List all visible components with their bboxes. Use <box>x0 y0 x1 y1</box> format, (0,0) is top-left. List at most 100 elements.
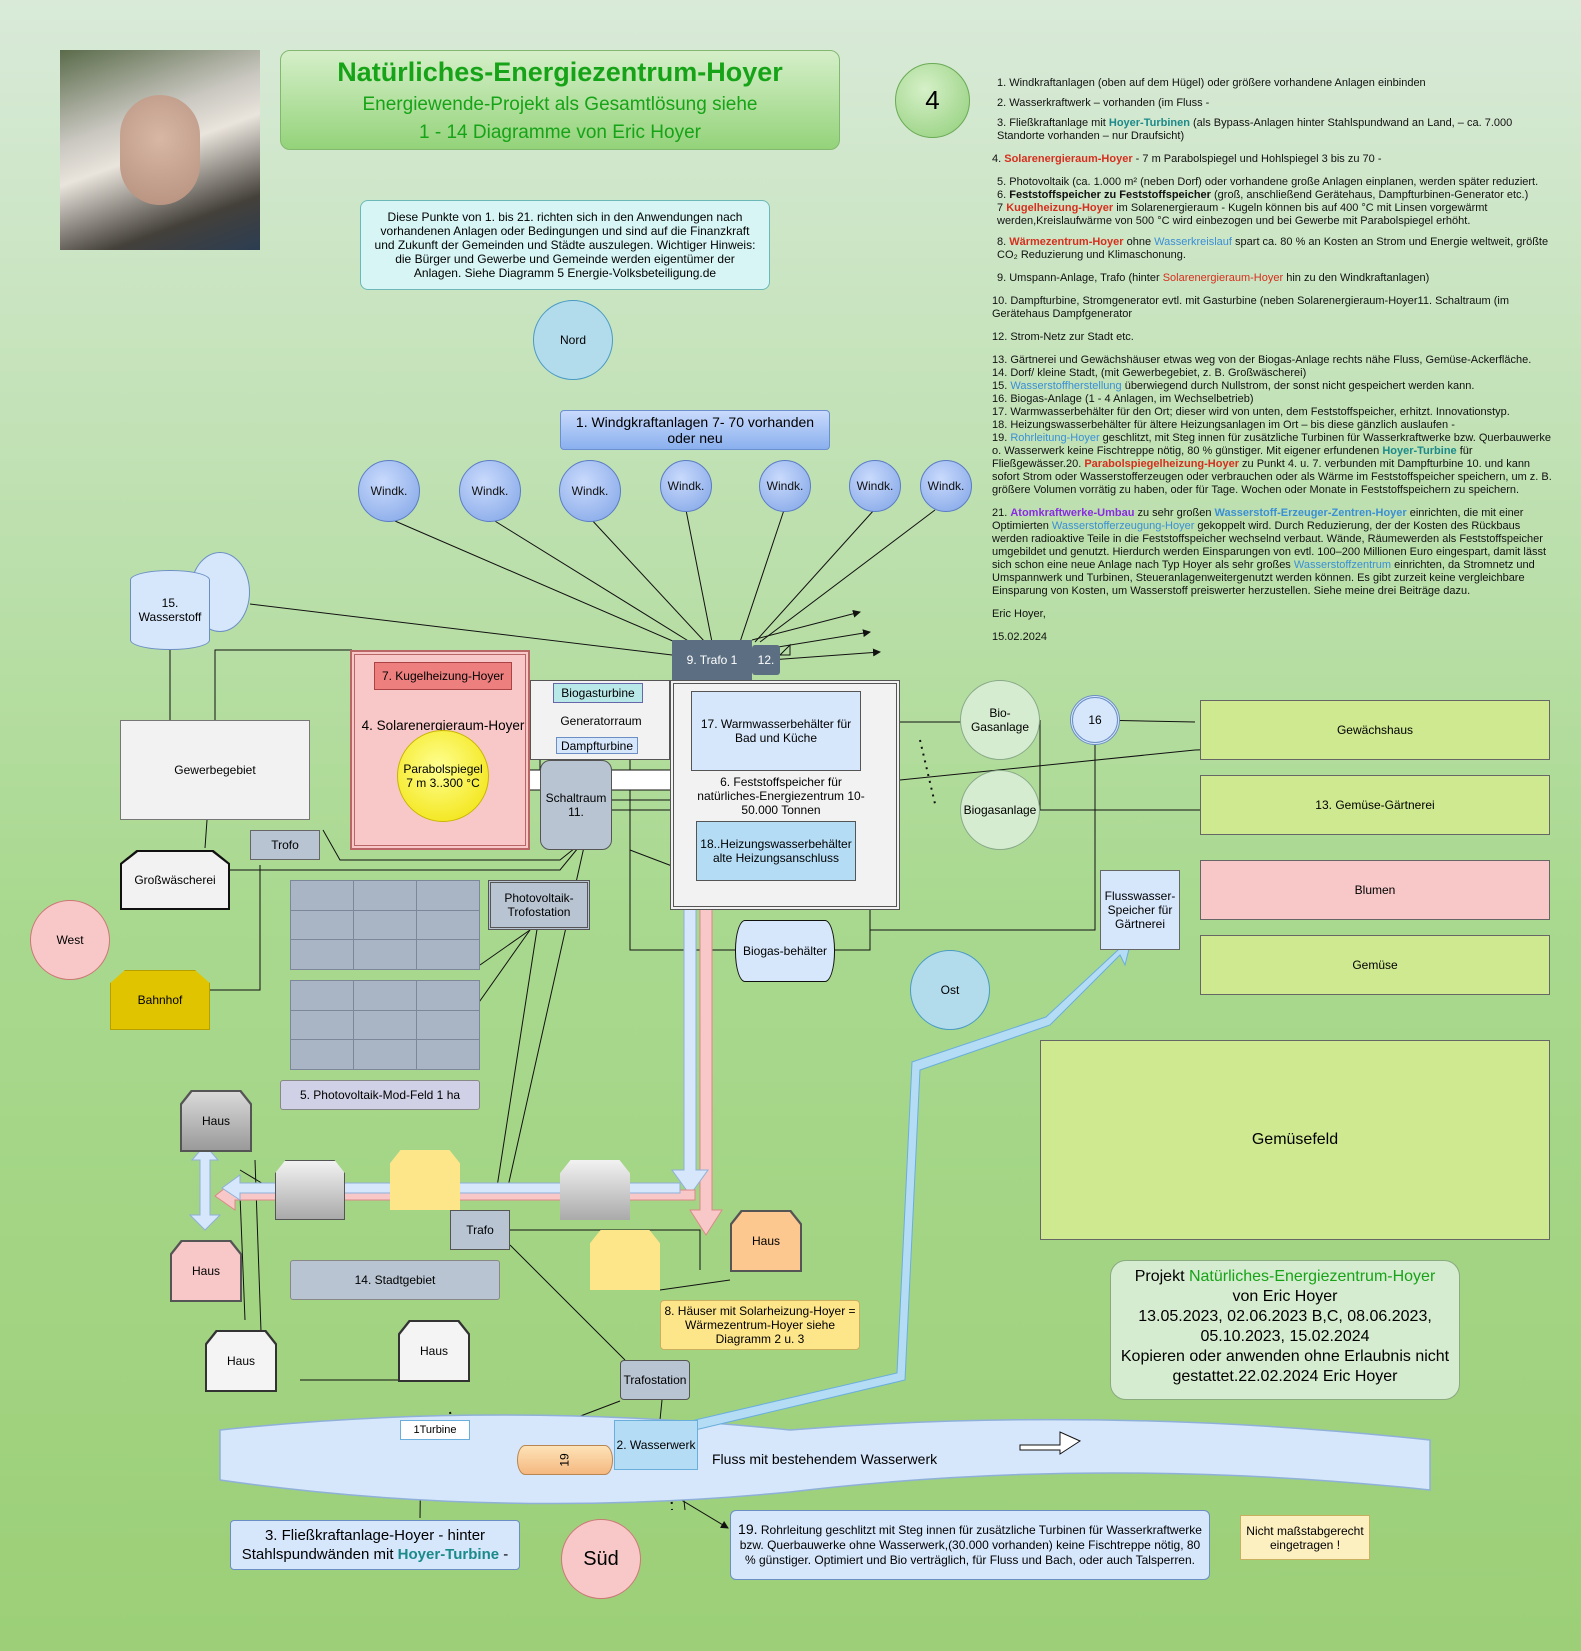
header-box: Natürliches-Energiezentrum-Hoyer Energie… <box>280 50 840 150</box>
list-item-1: 1. Windkraftanlagen (oben auf dem Hügel)… <box>997 77 1426 89</box>
haus-gelb <box>390 1150 460 1210</box>
kugelheizung: 7. Kugelheizung-Hoyer <box>374 662 512 690</box>
list-item-18: 18. Heizungswasserbehälter für ältere He… <box>992 419 1455 431</box>
legend-list: 1. Windkraftanlagen (oben auf dem Hügel)… <box>992 77 1552 644</box>
list-item-6: 6. Feststoffspeicher zu Feststoffspeiche… <box>997 189 1529 201</box>
rohrleitung-19: 19 <box>517 1445 613 1475</box>
biogasanlage-1: Bio-Gasanlage <box>960 680 1040 760</box>
heizungswasserbehaelter: 18..Heizungswasserbehälter alte Heizungs… <box>696 821 856 881</box>
projekt-box: Projekt Natürliches-Energiezentrum-Hoyer… <box>1110 1260 1460 1400</box>
flusswasser-speicher: Flusswasser-Speicher für Gärtnerei <box>1100 870 1180 950</box>
haus-orange: Haus <box>732 1212 800 1270</box>
warmwasserbehaelter: 17. Warmwasserbehälter für Bad und Küche <box>691 691 861 771</box>
generatorraum: Generatorraum <box>560 714 642 728</box>
fliesskraftanlage: 3. Fließkraftanlage-Hoyer - hinter Stahl… <box>230 1520 520 1570</box>
list-item-12: 12. Strom-Netz zur Stadt etc. <box>992 331 1134 343</box>
solarenergieraum: 7. Kugelheizung-Hoyer 4. Solarenergierau… <box>350 650 530 850</box>
projekt-b: Natürliches-Energiezentrum-Hoyer <box>1188 1268 1436 1285</box>
compass-ost: Ost <box>910 950 990 1030</box>
projekt-d: 13.05.2023, 02.06.2023 B,C, 08.06.2023, … <box>1138 1308 1432 1345</box>
gemuesefeld: Gemüsefeld <box>1040 1040 1550 1240</box>
trafo-stadt: Trafo <box>450 1210 510 1250</box>
diagram-number: 4 <box>895 63 970 138</box>
trafo-1: 9. Trafo 1 <box>672 640 752 680</box>
face-shape <box>120 95 200 205</box>
gemuese-gaertnerei: 13. Gemüse-Gärtnerei <box>1200 775 1550 835</box>
fliess-text-c: - <box>499 1546 509 1563</box>
wind-turbine: Windk. <box>849 460 901 512</box>
rohr-text: Rohrleitung geschlitzt mit Steg innen fü… <box>739 1523 1202 1567</box>
trafostation: Trafostation <box>620 1360 690 1400</box>
list-item-2: 2. Wasserkraftwerk – vorhanden (im Fluss… <box>997 97 1210 109</box>
author-photo <box>60 50 260 250</box>
fluss-label: Fluss mit bestehendem Wasserwerk <box>712 1451 938 1467</box>
gemuese: Gemüse <box>1200 935 1550 995</box>
projekt-a: Projekt <box>1134 1268 1189 1285</box>
projekt-e: Kopieren oder anwenden ohne Erlaubnis ni… <box>1120 1348 1450 1385</box>
pv-module-grid-2 <box>290 980 480 1070</box>
haus-weiss-2: Haus <box>400 1322 468 1380</box>
compass-west: West <box>30 900 110 980</box>
page-subtitle-1: Energiewende-Projekt als Gesamtlösung si… <box>362 94 758 115</box>
list-item-7: 7 Kugelheizung-Hoyer im Solarenergieraum… <box>997 202 1488 227</box>
haus-weiss-2-outline: Haus <box>398 1320 470 1382</box>
wind-title: 1. Windgkraftanlagen 7- 70 vorhanden ode… <box>560 410 830 450</box>
generatorraum-box: Biogasturbine Generatorraum Dampfturbine <box>530 680 670 760</box>
list-item-5: 5. Photovoltaik (ca. 1.000 m² (neben Dor… <box>997 176 1539 188</box>
pv-feld: 5. Photovoltaik-Mod-Feld 1 ha <box>280 1080 480 1110</box>
node-16: 16 <box>1070 695 1120 745</box>
biogasbehaelter: Biogas-behälter <box>735 920 835 982</box>
haeuser-solarheizung: 8. Häuser mit Solarheizung-Hoyer = Wärme… <box>660 1300 860 1350</box>
page-subtitle-2: 1 - 14 Diagramme von Eric Hoyer <box>419 122 701 143</box>
wind-turbine: Windk. <box>920 460 972 512</box>
list-item-14: 14. Dorf/ kleine Stadt, (mit Gewerbegebi… <box>992 367 1307 379</box>
blumen: Blumen <box>1200 860 1550 920</box>
haus-weiss-outline: Haus <box>205 1330 277 1392</box>
dampfturbine: Dampfturbine <box>556 737 638 754</box>
haus-gelb-2 <box>590 1230 660 1290</box>
biogasturbine: Biogasturbine <box>553 683 643 703</box>
turbine: 1Turbine <box>400 1420 470 1440</box>
compass-nord: Nord <box>533 300 613 380</box>
gewaechshaus: Gewächshaus <box>1200 700 1550 760</box>
rohr-number: 19. <box>738 1521 758 1537</box>
haus-orange-outline: Haus <box>730 1210 802 1272</box>
list-item-9: 9. Umspann-Anlage, Trafo (hinter Solaren… <box>997 272 1430 284</box>
list-item-10: 10. Dampfturbine, Stromgenerator evtl. m… <box>992 295 1510 320</box>
haus-label: Haus <box>182 1092 250 1150</box>
haus-grau-2 <box>275 1160 345 1220</box>
wind-turbine: Windk. <box>759 460 811 512</box>
list-item-17: 17. Warmwasserbehälter für den Ort; dies… <box>992 406 1510 418</box>
haus-rosa: Haus <box>172 1242 240 1300</box>
wind-turbine: Windk. <box>459 460 521 522</box>
grosswaescherei: Großwäscherei <box>122 852 228 908</box>
fliess-text-b: Hoyer-Turbine <box>397 1546 500 1563</box>
rohrleitung-label: 19 <box>557 1453 572 1467</box>
compass-sued: Süd <box>561 1519 641 1599</box>
feststoffspeicher: 6. Feststoffspeicher für natürliches-Ene… <box>697 775 865 817</box>
list-item-4: 4. Solarenergieraum-Hoyer - 7 m Parabols… <box>992 153 1382 165</box>
biogasanlage-2: Biogasanlage <box>960 770 1040 850</box>
list-item-13: 13. Gärtnerei und Gewächshäuser etwas we… <box>992 354 1532 366</box>
haus-rosa-outline: Haus <box>170 1240 242 1302</box>
fliess-text-a: 3. Fließkraftanlage-Hoyer - hinter Stahl… <box>241 1527 486 1563</box>
pv-module-grid-1 <box>290 880 480 970</box>
schaltraum: Schaltraum 11. <box>540 760 612 850</box>
info-box: Diese Punkte von 1. bis 21. richten sich… <box>360 200 770 290</box>
gewerbegebiet: Gewerbegebiet <box>120 720 310 820</box>
trofo-box: Trofo <box>250 830 320 860</box>
massstab-hinweis: Nicht maßstabgerecht eingetragen ! <box>1240 1515 1370 1560</box>
haus-grau-3 <box>560 1160 630 1220</box>
wind-turbine: Windk. <box>660 460 712 512</box>
parabolspiegel: Parabolspiegel 7 m 3..300 °C <box>397 730 489 822</box>
list-item-15: 15. Wasserstoffherstellung überwiegend d… <box>992 380 1475 392</box>
grosswaescherei-outline: Großwäscherei <box>120 850 230 910</box>
wind-turbine: Windk. <box>559 460 621 522</box>
projekt-c: von Eric Hoyer <box>1232 1288 1338 1305</box>
pv-trofostation: Photovoltaik-Trofostation <box>488 880 590 930</box>
rohrleitung-box: 19. Rohrleitung geschlitzt mit Steg inne… <box>730 1510 1210 1580</box>
author-sign: Eric Hoyer, <box>992 608 1046 620</box>
solarraum-label: 4. Solarenergieraum-Hoyer <box>361 718 525 733</box>
list-item-16: 16. Biogas-Anlage (1 - 4 Anlagen, im Wec… <box>992 393 1254 405</box>
